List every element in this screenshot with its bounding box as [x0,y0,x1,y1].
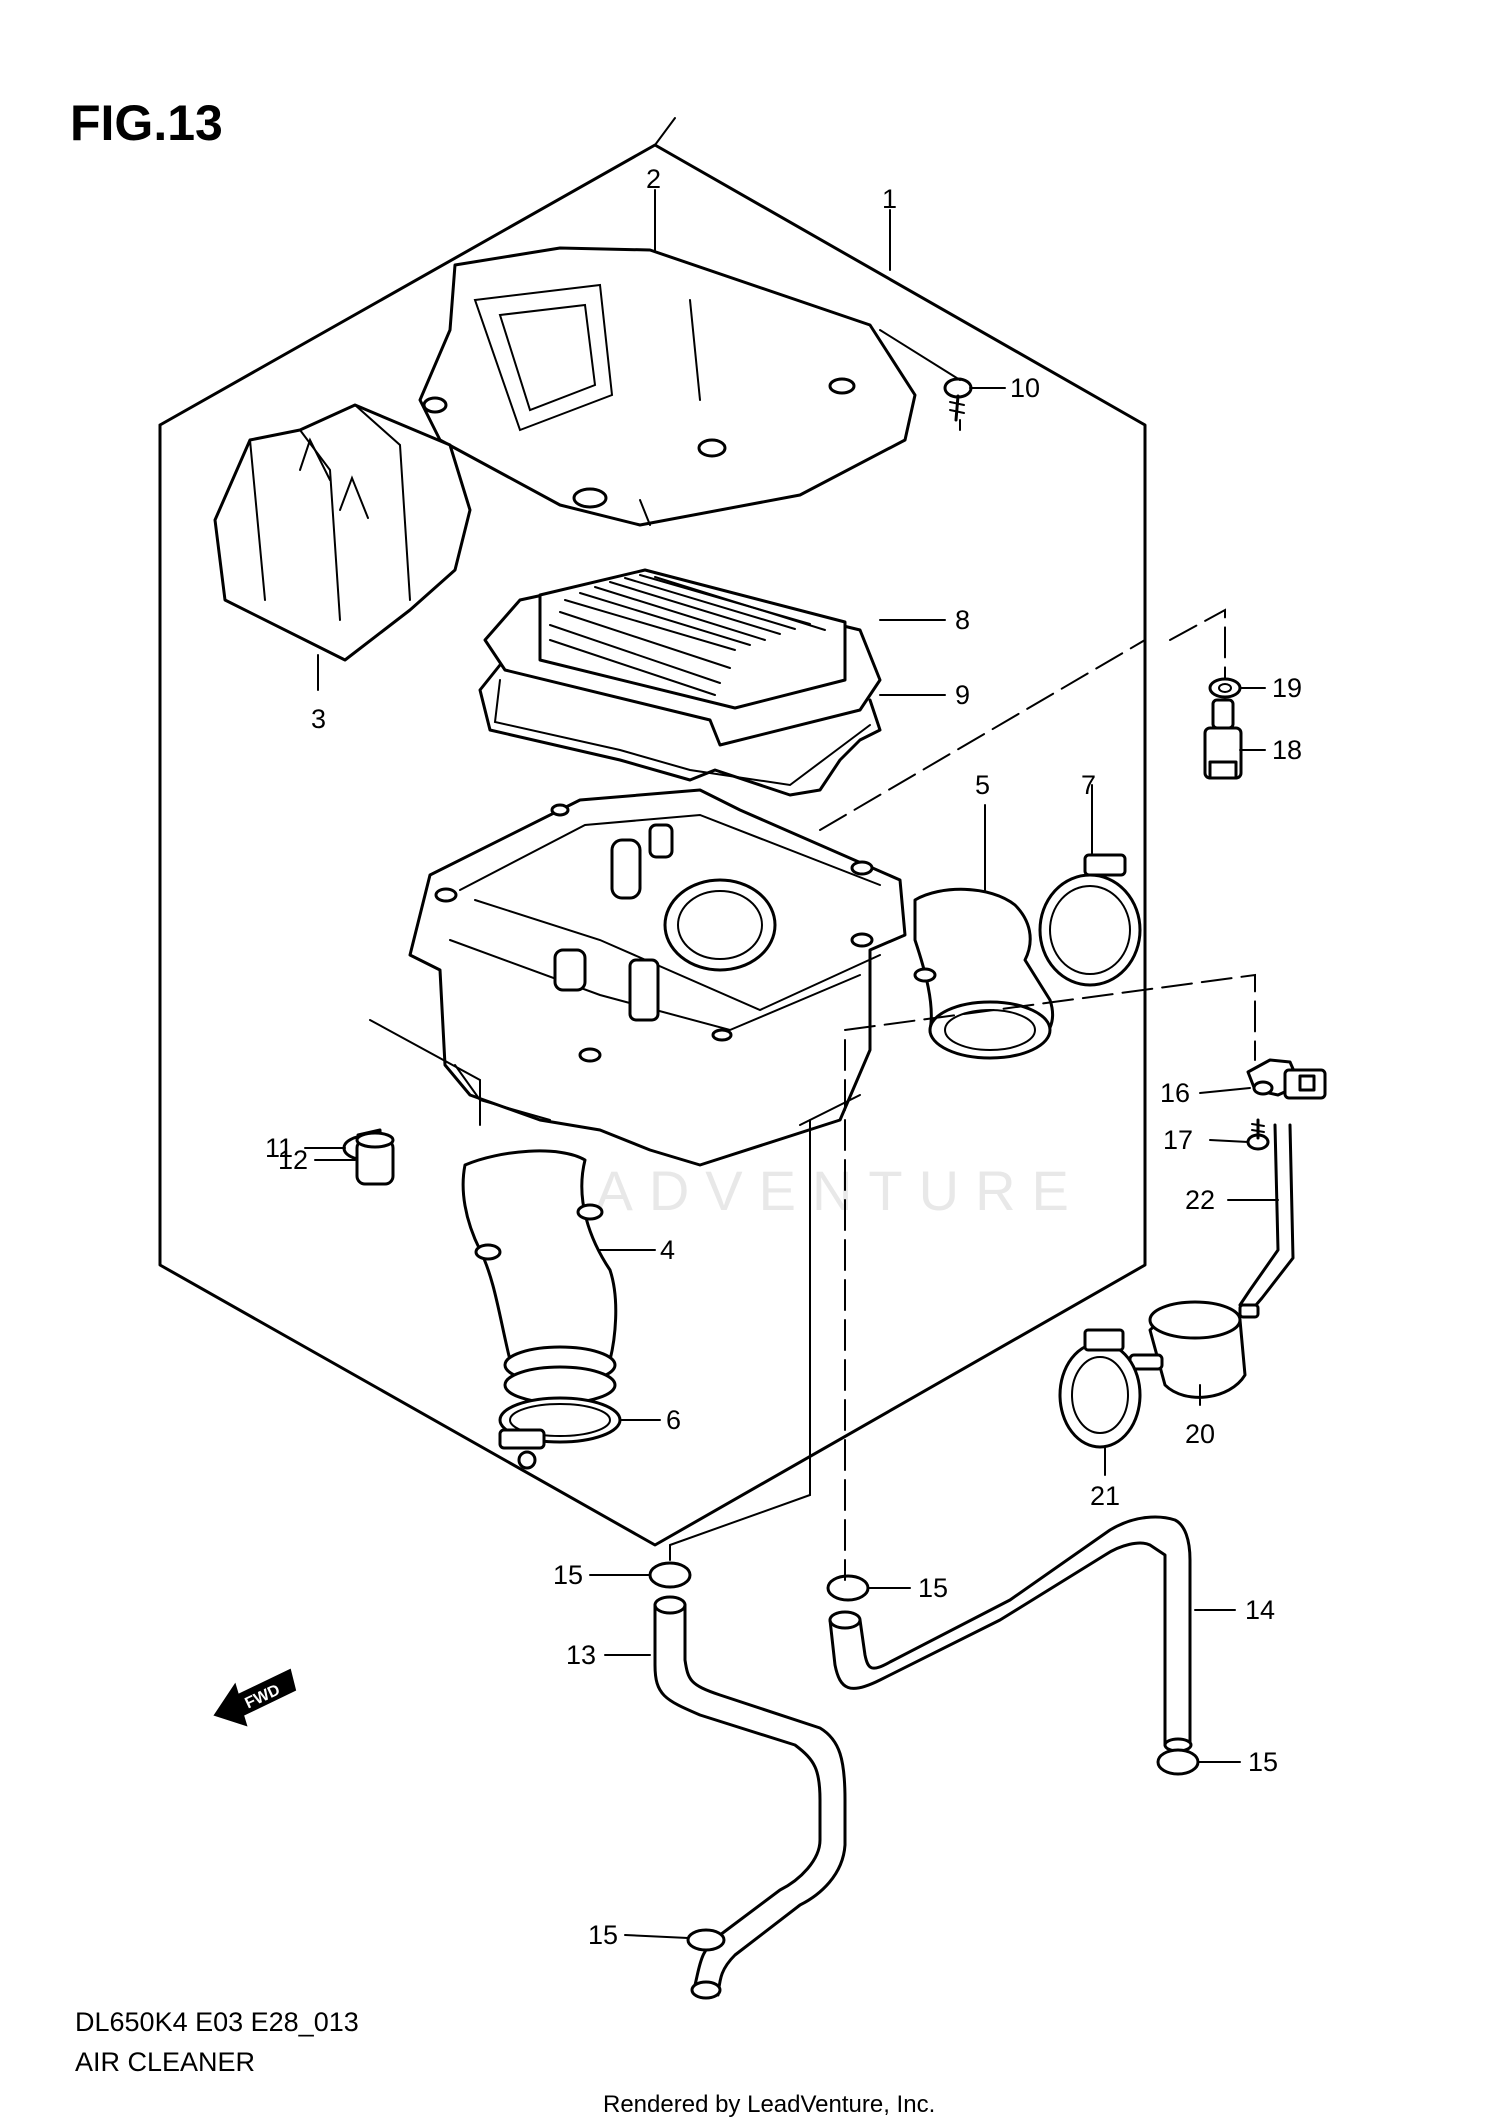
callout-16: 16 [1160,1078,1190,1108]
callout-6: 6 [666,1405,681,1435]
callout-5: 5 [975,770,990,800]
clamp-21 [1058,1328,1142,1449]
outlet-tube [913,887,1055,1060]
air-cleaner-cap [418,246,917,527]
callout-17: 17 [1163,1125,1193,1155]
callout-15-a: 15 [553,1560,583,1590]
inlet-hose [461,1149,618,1405]
callout-12: 12 [278,1145,308,1175]
callout-3: 3 [311,704,326,734]
callout-15-d: 15 [588,1920,618,1950]
washer-19 [1208,677,1242,699]
rendered-by: Rendered by LeadVenture, Inc. [603,2091,935,2118]
callout-10: 10 [1010,373,1040,403]
clip-15-c [1156,1748,1200,1776]
section-name: AIR CLEANER [75,2047,255,2077]
callout-15-c: 15 [1248,1747,1278,1777]
leader-lines [304,189,1279,1939]
fwd-arrow-icon: FWD [213,1668,297,1727]
hose-clamp-7 [1038,853,1142,987]
canister-20 [1128,1300,1260,1399]
callout-14: 14 [1245,1595,1275,1625]
intake-duct [213,403,472,662]
hose-clamp-6 [498,1396,622,1470]
screw-10 [943,377,973,422]
callout-15-b: 15 [918,1573,948,1603]
filter-seal [478,663,882,797]
callout-2: 2 [646,164,661,194]
callout-7: 7 [1081,770,1096,800]
air-filter-element [483,568,882,747]
callout-13: 13 [566,1640,596,1670]
callout-21: 21 [1090,1481,1120,1511]
callout-9: 9 [955,680,970,710]
clip-15-d [686,1928,726,1952]
cushion-12 [355,1128,395,1186]
callout-11: 11 [265,1133,293,1163]
callout-4: 4 [660,1235,675,1265]
air-cleaner-case [408,788,907,1167]
callout-8: 8 [955,605,970,635]
sensor-16 [1246,1058,1327,1100]
clip-15-a [648,1561,692,1589]
callout-19: 19 [1272,673,1302,703]
guide-lines [369,117,1256,1581]
clip-15-b [826,1574,870,1602]
figure-title: FIG.13 [70,95,223,151]
callout-1: 1 [882,184,897,214]
screw-17 [1246,1118,1270,1151]
small-hose-22 [1238,1123,1295,1314]
callout-22: 22 [1185,1185,1215,1215]
drain-hose-14 [828,1515,1193,1753]
callout-20: 20 [1185,1419,1215,1449]
model-code: DL650K4 E03 E28_013 [75,2007,359,2037]
callout-18: 18 [1272,735,1302,765]
sensor-18 [1203,698,1243,780]
